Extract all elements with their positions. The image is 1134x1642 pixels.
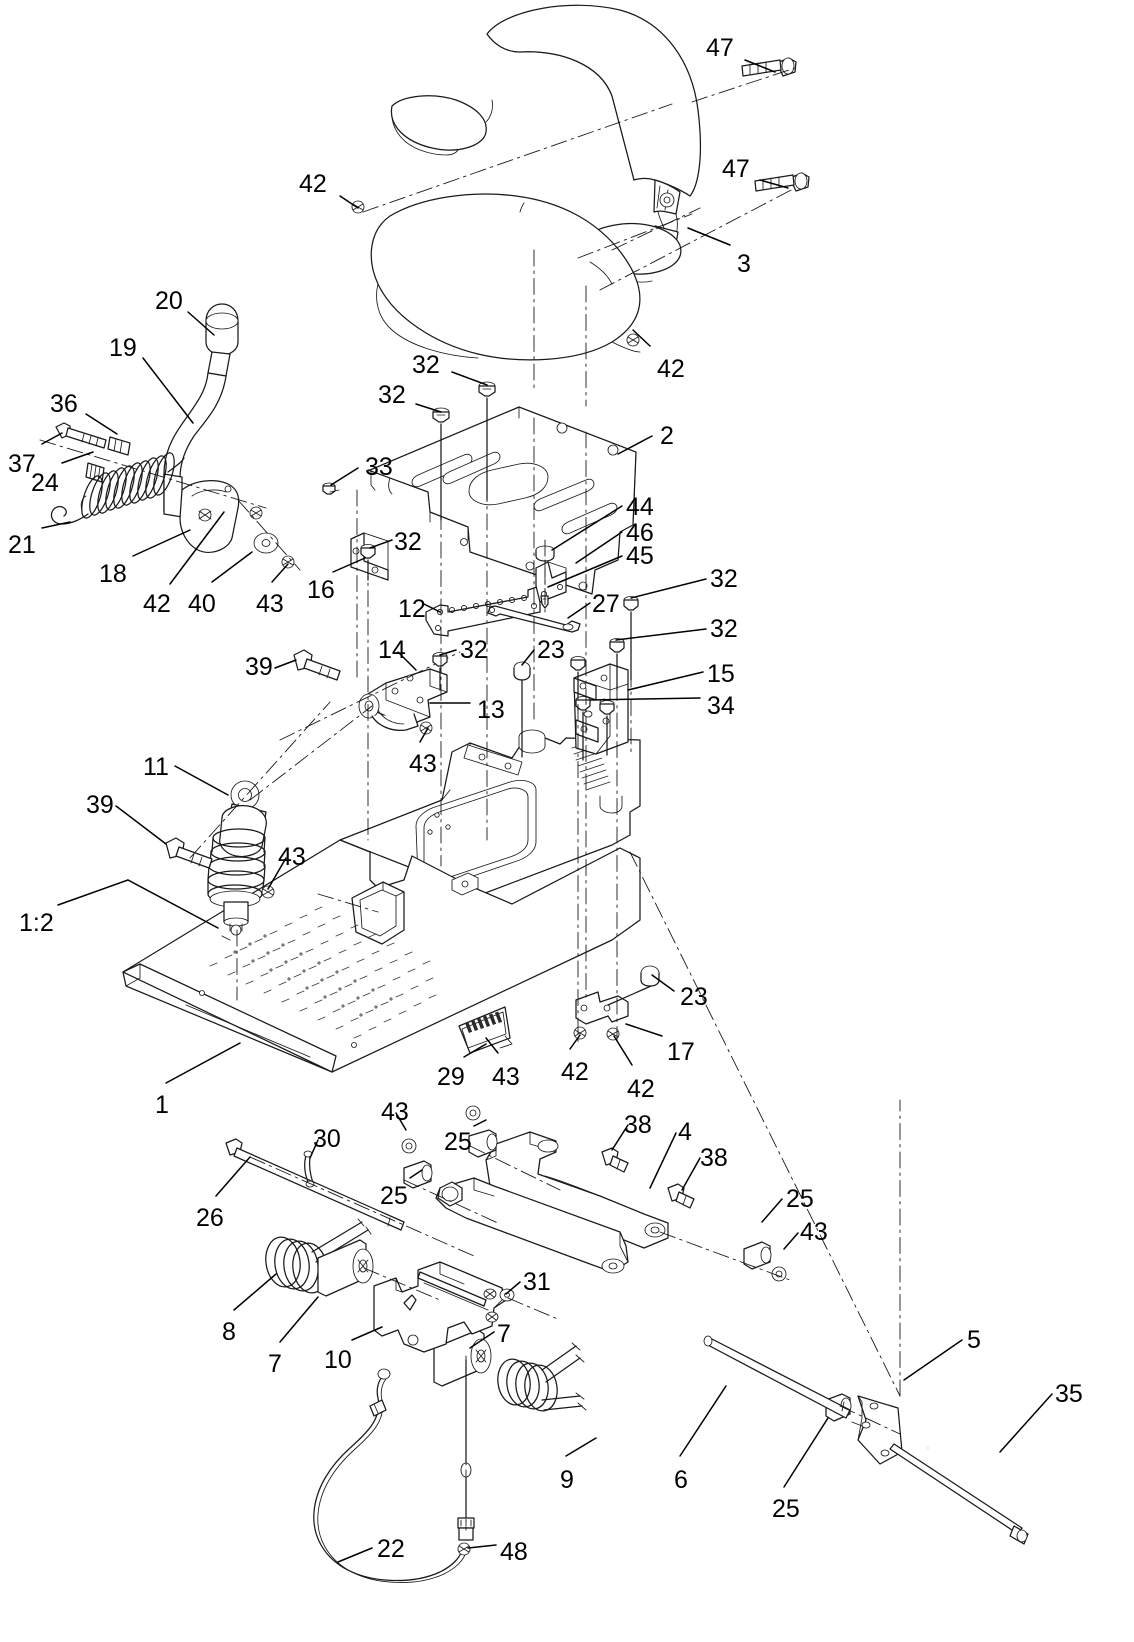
callout-42: 42 xyxy=(299,170,327,198)
callout-6: 6 xyxy=(674,1466,688,1494)
a-arm-linkage-graphic xyxy=(435,1131,669,1274)
myride-decal-graphic xyxy=(458,1006,513,1054)
callout-43: 43 xyxy=(800,1218,828,1246)
pivot-bracket-5 xyxy=(851,1395,929,1465)
callout-33: 33 xyxy=(365,453,393,481)
callout-25: 25 xyxy=(772,1495,800,1523)
callout-23: 23 xyxy=(537,636,565,664)
callout-42: 42 xyxy=(627,1075,655,1103)
callout-19: 19 xyxy=(109,334,137,362)
callout-27: 27 xyxy=(592,590,620,618)
center-lines xyxy=(189,67,901,1531)
callout-32: 32 xyxy=(460,636,488,664)
callout-39: 39 xyxy=(245,653,273,681)
callout-4: 4 xyxy=(678,1118,692,1146)
callout-7: 7 xyxy=(268,1350,282,1378)
callout-39: 39 xyxy=(86,791,114,819)
callout-2: 2 xyxy=(660,422,674,450)
callout-14: 14 xyxy=(378,636,406,664)
callout-30: 30 xyxy=(313,1125,341,1153)
callout-47: 47 xyxy=(722,155,750,183)
callout-37: 37 xyxy=(8,450,36,478)
callout-8: 8 xyxy=(222,1318,236,1346)
callout-15: 15 xyxy=(707,660,735,688)
control-lever-graphic xyxy=(163,303,301,571)
callout-26: 26 xyxy=(196,1204,224,1232)
torsion-spring-8 xyxy=(265,1218,374,1297)
callout-42: 42 xyxy=(561,1058,589,1086)
bushings-and-nuts xyxy=(401,1105,852,1422)
callout-32: 32 xyxy=(412,351,440,379)
shock-absorber-graphic xyxy=(207,780,267,936)
callout-12: 12 xyxy=(398,595,426,623)
control-cable-22 xyxy=(313,1359,475,1583)
callout-25: 25 xyxy=(444,1128,472,1156)
callout-46: 46 xyxy=(626,519,654,547)
callout-18: 18 xyxy=(99,560,127,588)
callout-32: 32 xyxy=(710,615,738,643)
callout-43: 43 xyxy=(381,1098,409,1126)
callout-1: 1 xyxy=(155,1091,169,1119)
callout-17: 17 xyxy=(667,1038,695,1066)
clevis-pins-39 xyxy=(165,649,341,869)
callout-24: 24 xyxy=(31,469,59,497)
bolts-47 xyxy=(741,57,810,192)
callout-13: 13 xyxy=(477,696,505,724)
rods-6-35 xyxy=(703,1335,1029,1545)
callout-16: 16 xyxy=(307,576,335,604)
callout-40: 40 xyxy=(188,590,216,618)
callout-5: 5 xyxy=(967,1326,981,1354)
seat-assembly-graphic xyxy=(370,4,702,361)
callout-42: 42 xyxy=(143,590,171,618)
callout-42: 42 xyxy=(657,355,685,383)
callout-43: 43 xyxy=(256,590,284,618)
latch-plate-17 xyxy=(513,661,660,1025)
callout-38: 38 xyxy=(700,1144,728,1172)
callout-22: 22 xyxy=(377,1535,405,1563)
nuts-42 xyxy=(351,200,640,1041)
callout-43: 43 xyxy=(492,1063,520,1091)
seat-plate-graphic xyxy=(367,406,637,595)
callout-25: 25 xyxy=(786,1185,814,1213)
callout-34: 34 xyxy=(707,692,735,720)
callout-32: 32 xyxy=(394,528,422,556)
callout-48: 48 xyxy=(500,1538,528,1566)
callout-32: 32 xyxy=(378,381,406,409)
callout-45: 45 xyxy=(626,542,654,570)
callout-7: 7 xyxy=(497,1320,511,1348)
callout-29: 29 xyxy=(437,1063,465,1091)
callout-47: 47 xyxy=(706,34,734,62)
callout-25: 25 xyxy=(380,1182,408,1210)
callout-3: 3 xyxy=(737,250,751,278)
callout-43: 43 xyxy=(278,843,306,871)
callout-23: 23 xyxy=(680,983,708,1011)
leader-lines xyxy=(41,59,1053,1563)
callout-11: 11 xyxy=(143,753,169,781)
nuts-43 xyxy=(261,885,275,899)
callout-36: 36 xyxy=(50,390,78,418)
callout-32: 32 xyxy=(710,565,738,593)
callout-38: 38 xyxy=(624,1111,652,1139)
callout-9: 9 xyxy=(560,1466,574,1494)
callout-43: 43 xyxy=(409,750,437,778)
angle-bracket-16 xyxy=(350,489,389,679)
callout-31: 31 xyxy=(523,1268,551,1296)
extension-spring-graphic xyxy=(39,422,267,525)
callout-20: 20 xyxy=(155,287,183,315)
main-frame-platform-graphic xyxy=(122,729,641,1073)
comb-bracket-12 xyxy=(425,585,541,637)
shoulder-bolts-38 xyxy=(601,1147,695,1209)
spring-mount-plate-10 xyxy=(373,1261,515,1353)
callout-35: 35 xyxy=(1055,1380,1083,1408)
callout-44: 44 xyxy=(626,493,654,521)
callout-1:2: 1:2 xyxy=(19,909,54,937)
callout-10: 10 xyxy=(324,1346,352,1374)
callout-21: 21 xyxy=(8,531,36,559)
